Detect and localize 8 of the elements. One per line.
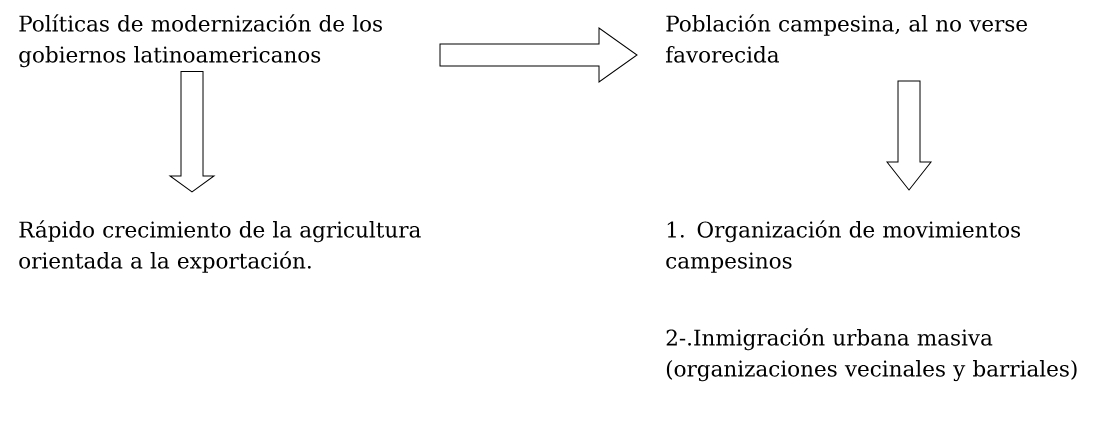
text-label: Población campesina, al no verse favorecida xyxy=(666,14,1027,63)
text-label: Rápido crecimiento de la agricultura orientada a la exportación. xyxy=(19,220,421,273)
block-arrow xyxy=(439,27,638,83)
block-arrow xyxy=(886,80,932,191)
text-label: 2-.Inmigración urbana masiva (organizaciones vecinales y barriales) xyxy=(666,328,1077,382)
block-arrow xyxy=(169,70,215,193)
text-label: Políticas de modernización de los gobiernos latinoamericanos xyxy=(19,14,382,68)
text-label: 1. Organización de movimientos campesinos xyxy=(666,220,1021,273)
